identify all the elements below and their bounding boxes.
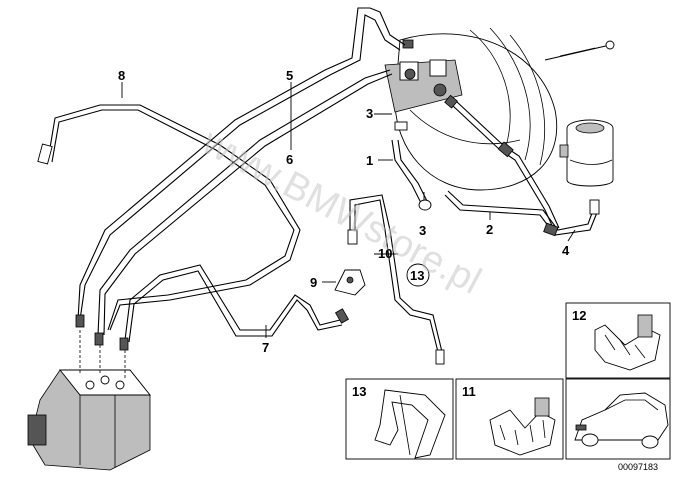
- master-cylinder: [384, 39, 463, 113]
- callout-2: 2: [486, 222, 493, 237]
- callout-5: 5: [286, 68, 293, 83]
- callout-13: 13: [410, 268, 424, 283]
- callouts: 8 5 6 3 1 3 2 4 10 13 9 7: [118, 68, 570, 355]
- brake-pipes: [47, 7, 599, 361]
- callout-13-circle: [406, 263, 430, 287]
- callout-9: 9: [310, 275, 317, 290]
- inset-box-car: [565, 378, 671, 460]
- abs-unit: [27, 330, 151, 471]
- callout-3b: 3: [419, 223, 426, 238]
- callout-4: 4: [562, 243, 570, 258]
- inset-12-label: 12: [572, 308, 586, 323]
- fluid-reservoir: [559, 119, 614, 187]
- leader-lines: [121, 82, 576, 338]
- callout-10: 10: [378, 246, 392, 261]
- callout-1: 1: [366, 153, 373, 168]
- callout-3a: 3: [366, 106, 373, 121]
- diagram-number: 00097183: [618, 462, 658, 472]
- inset-box-13: 13: [345, 378, 454, 460]
- inset-13-label: 13: [352, 384, 366, 399]
- callout-6: 6: [286, 152, 293, 167]
- callout-8: 8: [118, 68, 125, 83]
- inset-11-label: 11: [462, 384, 476, 399]
- inset-box-11: 11: [455, 378, 564, 460]
- fittings: [37, 94, 600, 365]
- inset-box-12: 12: [565, 302, 671, 379]
- callout-7: 7: [262, 340, 269, 355]
